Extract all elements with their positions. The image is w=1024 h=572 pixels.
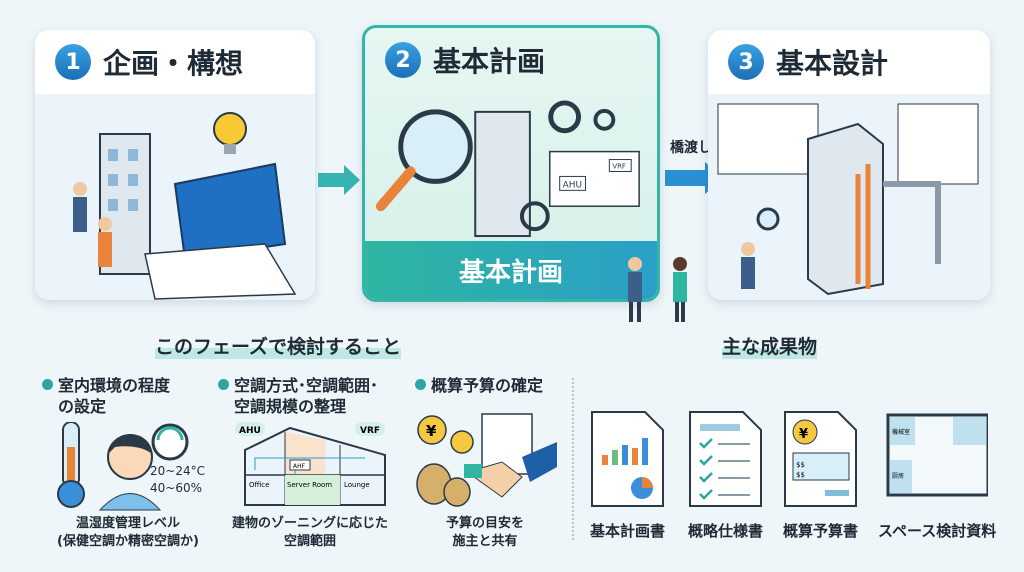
phase-title: 企画・構想	[103, 47, 244, 80]
phase-card-schematic-design: 3 基本設計	[708, 30, 990, 300]
deliverable-basic-plan: 基本計画書	[590, 410, 665, 541]
schematic-design-illustration	[708, 94, 990, 300]
ahf-tag: AHF	[293, 463, 306, 470]
item-title: 室内環境の程度	[58, 376, 171, 395]
humidity-range: 40~60%	[150, 481, 202, 495]
thermometer-person-icon	[57, 422, 189, 511]
yen-symbol: ¥	[799, 427, 808, 442]
considerations-heading: このフェーズで検討すること	[155, 332, 402, 359]
temperature-range: 20~24°C	[150, 464, 205, 478]
deliverable-label: スペース検討資料	[878, 522, 997, 540]
caption: 空調範囲	[283, 534, 336, 549]
phase-card-basic-plan: 2 基本計画 AHU VRF 基本計画	[362, 25, 660, 302]
bullet-icon	[218, 379, 229, 390]
caption: 温湿度管理レベル	[75, 516, 180, 531]
planning-illustration	[35, 94, 315, 300]
caption: 予算の目安を	[445, 516, 524, 531]
deliverable-label: 基本計画書	[590, 522, 666, 540]
table-cell: $$	[796, 471, 805, 479]
step-number: 1	[55, 44, 91, 80]
phase-title: 基本設計	[776, 47, 889, 80]
yen-symbol: ¥	[426, 422, 437, 440]
report-chart-icon	[591, 411, 664, 507]
checklist-icon	[689, 411, 762, 507]
deliverable-space-study: 機械室厨房 スペース検討資料	[878, 410, 997, 541]
deliverables-heading: 主な成果物	[722, 332, 818, 359]
building-zoning-diagram: AHU VRF AHF Office Server Room Lounge	[235, 422, 386, 506]
item-title: の設定	[58, 397, 107, 416]
ahu-tag: AHU	[239, 426, 261, 436]
item-title: 概算予算の確定	[431, 376, 544, 395]
room-label: 厨房	[892, 472, 904, 480]
ahu-label: AHU	[563, 180, 582, 190]
zone-lounge: Lounge	[344, 481, 370, 489]
caption: 施主と共有	[452, 534, 518, 549]
bullet-icon	[42, 379, 53, 390]
budget-document-icon: ¥ $$ $$	[784, 411, 857, 507]
step-number: 2	[385, 42, 421, 78]
item-title: 空調方式･空調範囲･	[234, 376, 379, 395]
deliverable-outline-spec: 概略仕様書	[688, 410, 763, 541]
phase-card-planning: 1 企画・構想	[35, 30, 315, 300]
deliverable-label: 概算予算書	[783, 522, 859, 540]
zone-office: Office	[249, 481, 269, 489]
deliverable-budget-estimate: ¥ $$ $$ 概算予算書	[783, 410, 858, 541]
vrf-tag: VRF	[360, 426, 380, 436]
consideration-budget: 概算予算の確定	[415, 375, 543, 396]
zone-server-room: Server Room	[287, 481, 332, 489]
table-cell: $$	[796, 461, 805, 469]
vrf-label: VRF	[612, 162, 626, 170]
arrow-right-icon	[318, 165, 360, 195]
caption: 建物のゾーニングに応じた	[231, 516, 388, 531]
people-discussing-icon	[628, 257, 687, 322]
bullet-icon	[415, 379, 426, 390]
basic-plan-illustration: AHU VRF	[365, 92, 657, 241]
caption: (保健空調か精密空調か)	[57, 534, 199, 549]
phase-title: 基本計画	[433, 45, 546, 78]
item-title: 空調規模の整理	[234, 397, 347, 416]
section-divider	[572, 378, 574, 540]
phase-banner: 基本計画	[365, 241, 657, 299]
step-number: 3	[728, 44, 764, 80]
consideration-hvac-scope: 空調方式･空調範囲･ 空調規模の整理	[218, 375, 378, 417]
deliverable-label: 概略仕様書	[688, 522, 764, 540]
consideration-indoor-environment: 室内環境の程度の設定	[42, 375, 170, 417]
bridge-label: 橋渡し	[670, 140, 712, 156]
room-label: 機械室	[892, 428, 910, 436]
budget-handshake-icon: ¥	[416, 413, 557, 507]
